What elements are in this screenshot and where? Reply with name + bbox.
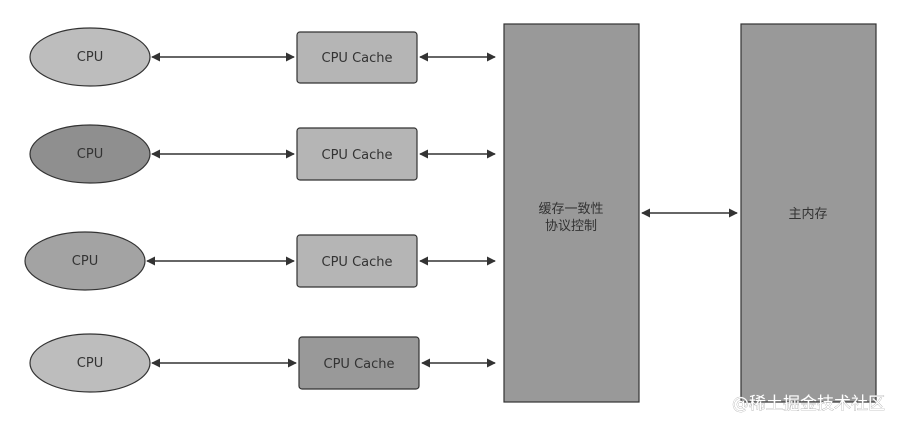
coherence-label-line2: 协议控制 xyxy=(545,219,597,234)
cpu-cache-box-4 xyxy=(298,336,420,390)
cpu-node-2 xyxy=(29,124,151,184)
coherence-protocol-block xyxy=(503,23,640,403)
cpu-label-1: CPU xyxy=(77,50,103,65)
cpu-cache-label-4: CPU Cache xyxy=(324,357,395,372)
cpu-label-2: CPU xyxy=(77,147,103,162)
cpu-cache-label-3: CPU Cache xyxy=(322,255,393,270)
main-memory-block xyxy=(740,23,877,403)
cpu-cache-box-3 xyxy=(296,234,418,288)
cpu-label-4: CPU xyxy=(77,356,103,371)
cpu-label-3: CPU xyxy=(72,254,98,269)
watermark: @稀土掘金技术社区 xyxy=(732,394,885,414)
cpu-cache-label-2: CPU Cache xyxy=(322,148,393,163)
cpu-cache-label-1: CPU Cache xyxy=(322,51,393,66)
cpu-cache-box-2 xyxy=(296,127,418,181)
cpu-cache-box-1 xyxy=(296,31,418,84)
cpu-node-4 xyxy=(29,333,151,393)
cpu-node-1 xyxy=(29,27,151,87)
cpu-node-3 xyxy=(24,231,146,291)
coherence-label-line1: 缓存一致性 xyxy=(538,202,603,217)
main-memory-label: 主内存 xyxy=(788,206,827,222)
